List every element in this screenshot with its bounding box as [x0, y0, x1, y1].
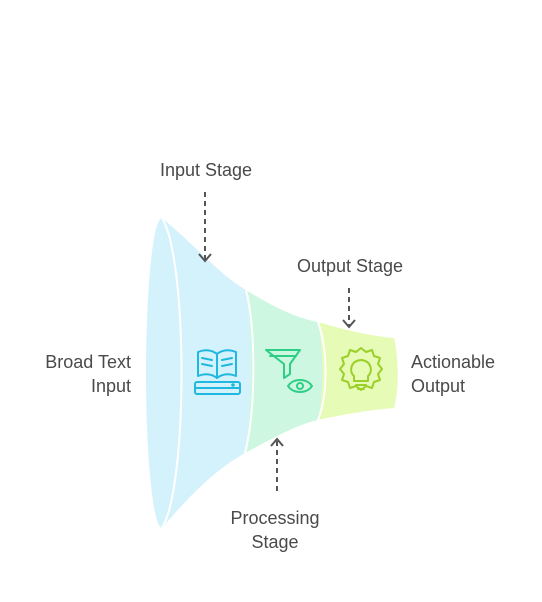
broad-text-input-label: Broad Text Input: [45, 352, 131, 396]
output-stage-edge: [317, 321, 327, 421]
input-stage-arrow: [198, 192, 212, 263]
input-stage-mouth: [146, 218, 178, 528]
actionable-output-label: Actionable Output: [411, 352, 496, 396]
processing-stage-arrow: [270, 437, 284, 494]
processing-stage-edge: [244, 289, 255, 454]
output-stage-arrow: [342, 288, 356, 329]
output-stage-label: Output Stage: [296, 256, 404, 276]
input-stage-edge: [161, 217, 183, 529]
filter-eye-icon: [265, 349, 313, 393]
output-stage-shape: [318, 322, 398, 420]
input-stage-segment: [146, 217, 251, 529]
lightbulb-gear-icon: [339, 347, 383, 391]
output-stage-segment: [317, 321, 398, 421]
input-stage-shape: [162, 218, 251, 528]
book-icon: [194, 349, 241, 395]
processing-stage-label: Processing Stage: [230, 508, 320, 552]
input-stage-label: Input Stage: [159, 160, 253, 180]
